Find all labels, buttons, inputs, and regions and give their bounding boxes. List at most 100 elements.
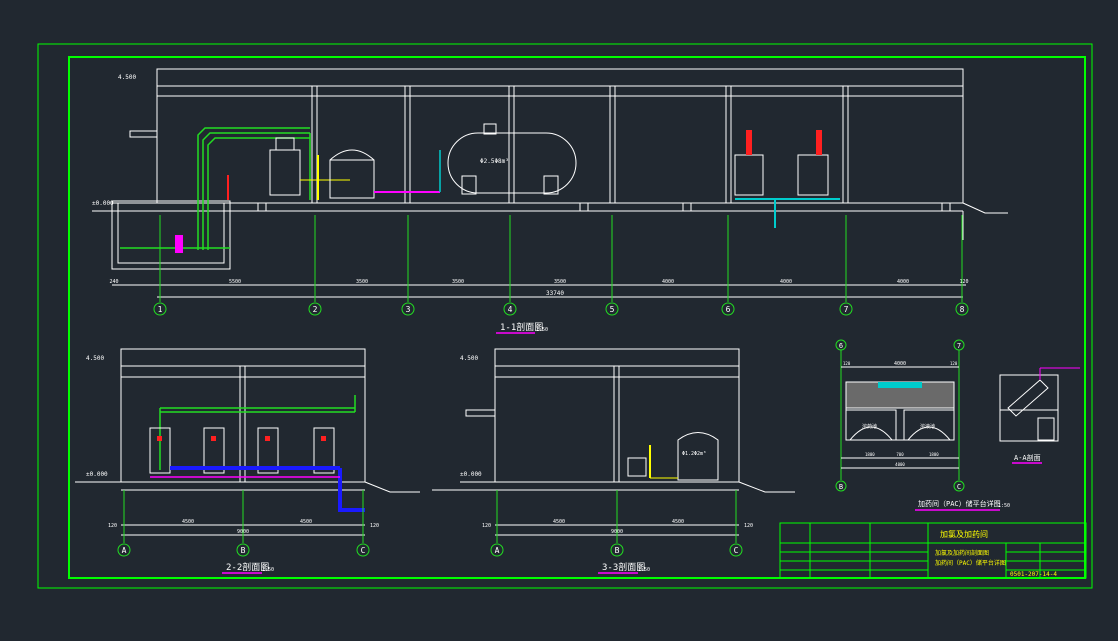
section-3-axis-label: A <box>495 546 500 555</box>
plan-total-dim: 4000 <box>895 462 905 467</box>
plan-dim-bottom-3: 1800 <box>929 452 939 457</box>
section-1-axis-7: 7 <box>839 302 853 316</box>
section-2-dim-1: 120 <box>108 523 117 529</box>
section-3-elev-ground: ±0.000 <box>460 471 482 478</box>
section-1-elev-ground: ±0.000 <box>92 200 114 207</box>
section-1-span-dim: 240 <box>109 279 118 285</box>
plan-axis-6: 6 <box>835 339 847 351</box>
plan-scale: 1:50 <box>998 503 1010 509</box>
plan-axis-c: C <box>953 480 965 492</box>
section-2-scale: 1:50 <box>262 567 274 573</box>
section-1-axis-8: 8 <box>955 302 969 316</box>
section-2-title: 2-2剖面图 <box>226 561 269 573</box>
plan-axis-b: B <box>835 480 847 492</box>
section-3-axis-C: C <box>729 543 743 557</box>
section-3-axis-label: B <box>615 546 620 555</box>
section-2-dim-3: 4500 <box>300 519 312 525</box>
section-1-scale: 1:50 <box>536 327 548 333</box>
section-2-dim-4: 120 <box>370 523 379 529</box>
section-3-scale: 1:50 <box>638 567 650 573</box>
section-2-total-dim: 9000 <box>237 529 249 535</box>
section-3-dim-1: 120 <box>482 523 491 529</box>
section-1-span-dim: 3500 <box>554 279 566 285</box>
section-1-span-dim: 4000 <box>897 279 909 285</box>
plan-cell-label-1: 溶药池 <box>862 423 877 430</box>
large-tank-label: Φ2.5Φ8m³ <box>480 158 509 165</box>
section-1-axis-label: 8 <box>960 305 965 314</box>
section-3-dim-4: 120 <box>744 523 753 529</box>
svg-text:B: B <box>839 483 843 491</box>
section-2-axis-label: A <box>122 546 127 555</box>
section-2-dim-2: 4500 <box>182 519 194 525</box>
section-1-axis-4: 4 <box>503 302 517 316</box>
section-1-total-dim: 33740 <box>546 290 564 297</box>
dosing-box <box>269 149 301 196</box>
section-2-axis-A: A <box>117 543 131 557</box>
section-1-span-dim: 3500 <box>452 279 464 285</box>
detail-aa-title: A-A剖面 <box>1014 453 1041 462</box>
pump-pit <box>111 200 231 270</box>
section-1-span-dim: 120 <box>959 279 968 285</box>
section-1-1: Φ2.5Φ8m³ 1 2 3 4 5 6 7 8 240 5500 3500 3500 3500 400… <box>92 68 1008 334</box>
section-1-axis-label: 4 <box>508 305 513 314</box>
outer-frame <box>37 43 1093 589</box>
section-1-axis-1: 1 <box>153 302 167 316</box>
plan-dim-bottom-1: 1800 <box>865 452 875 457</box>
section-1-span-dim: 4000 <box>662 279 674 285</box>
section-2-elev-ground: ±0.000 <box>86 471 108 478</box>
section-1-span-dim: 4000 <box>780 279 792 285</box>
section-3-title: 3-3剖面图 <box>602 561 645 573</box>
section-2-axis-B: B <box>236 543 250 557</box>
title-block-drawing-name-1: 加氯及加药间剖面图 <box>935 549 989 557</box>
plan-dim-top-1: 120 <box>843 361 851 366</box>
title-block-project: 加氯及加药间 <box>940 529 988 539</box>
section-3-axis-B: B <box>610 543 624 557</box>
section-3-axis-label: C <box>734 546 739 555</box>
section-1-axis-label: 6 <box>726 305 731 314</box>
large-tank: Φ2.5Φ8m³ <box>439 123 577 195</box>
plan-dim-top-2: 4000 <box>894 361 906 367</box>
plan-dim-bottom-2: 700 <box>896 452 904 457</box>
plan-dim-top-3: 120 <box>950 361 958 366</box>
section-1-axis-label: 5 <box>610 305 615 314</box>
section-1-axis-3: 3 <box>401 302 415 316</box>
section-1-axis-label: 3 <box>406 305 411 314</box>
section-2-axis-C: C <box>356 543 370 557</box>
small-tank <box>317 149 375 200</box>
section-1-title: 1-1剖面图 <box>500 321 543 333</box>
title-block-drawing-name-2: 加药间（PAC）储平台详图 <box>935 559 1006 567</box>
plan-axis-7: 7 <box>953 339 965 351</box>
section-3-dim-2: 4500 <box>553 519 565 525</box>
plan-cell-label-2: 溶液池 <box>920 423 935 430</box>
detail-aa: A-A剖面 <box>999 367 1080 464</box>
section-1-axis-2: 2 <box>308 302 322 316</box>
inner-frame <box>68 56 1086 579</box>
right-equipment <box>734 130 840 228</box>
section-1-axis-label: 2 <box>313 305 318 314</box>
section-3-axis-A: A <box>490 543 504 557</box>
section-2-elev-roof: 4.500 <box>86 355 104 362</box>
section-1-elev-roof: 4.500 <box>118 74 136 81</box>
svg-text:7: 7 <box>957 342 961 350</box>
section-1-span-dim: 5500 <box>229 279 241 285</box>
section-3-total-dim: 9000 <box>611 529 623 535</box>
svg-text:C: C <box>957 483 961 491</box>
section-1-axis-label: 7 <box>844 305 849 314</box>
plan-detail: 6 7 B C 120 4000 120 溶药池 溶液池 1800 700 18… <box>835 339 1010 511</box>
section-1-axis-6: 6 <box>721 302 735 316</box>
section-2-axis-label: C <box>361 546 366 555</box>
section-1-axis-label: 1 <box>158 305 163 314</box>
title-block-drawing-no: 0501-207-14-4 <box>1010 571 1057 578</box>
svg-text:6: 6 <box>839 342 843 350</box>
section-1-span-dim: 3500 <box>356 279 368 285</box>
plan-title: 加药间（PAC）储平台详图 <box>918 499 1001 508</box>
roof-slab <box>156 68 964 87</box>
section-3-dim-3: 4500 <box>672 519 684 525</box>
section-2-axis-label: B <box>241 546 246 555</box>
title-block: 加氯及加药间 加氯及加药间剖面图 加药间（PAC）储平台详图 0501-207-… <box>779 522 1087 579</box>
section-3-elev-roof: 4.500 <box>460 355 478 362</box>
section-1-axis-5: 5 <box>605 302 619 316</box>
